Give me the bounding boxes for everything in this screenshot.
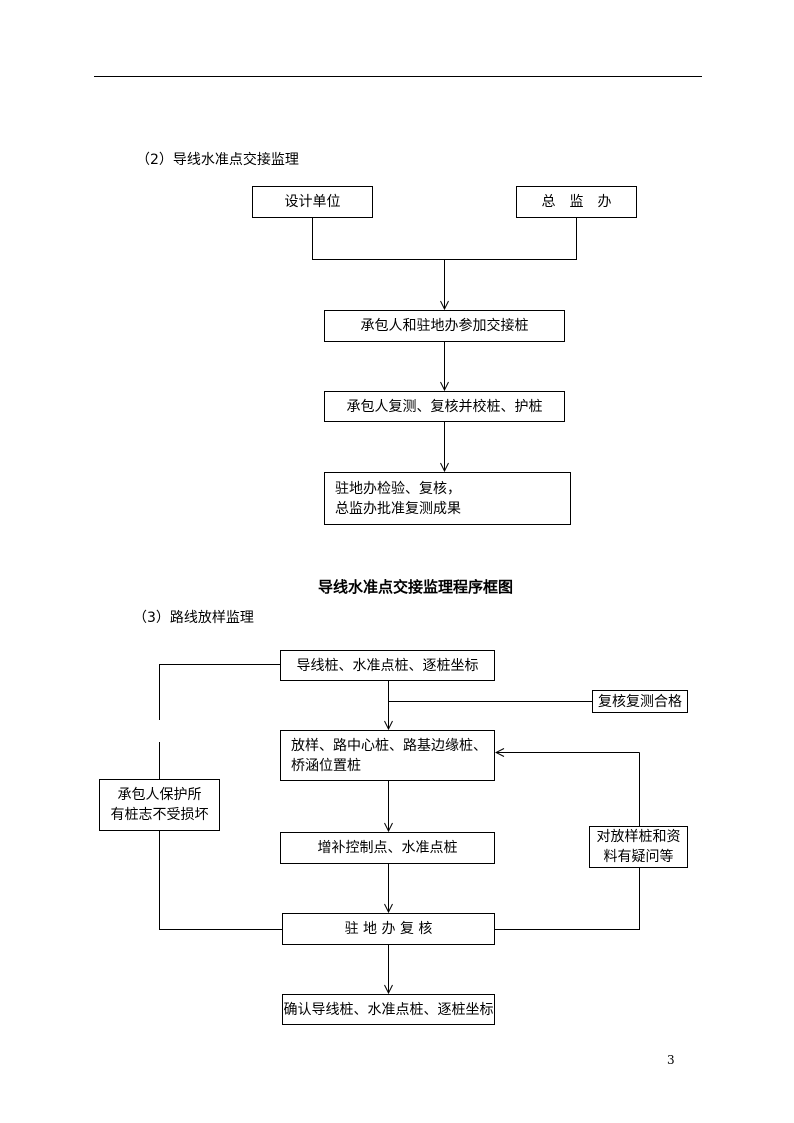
box-control-points: 导线桩、水准点桩、逐桩坐标 xyxy=(280,650,495,681)
box-resurvey: 承包人复测、复核并校桩、护桩 xyxy=(324,391,565,422)
box-protect-line2: 有桩志不受损坏 xyxy=(110,807,209,823)
box-confirm: 确认导线桩、水准点桩、逐桩坐标 xyxy=(282,994,495,1025)
box-staking-line1: 放样、路中心桩、路基边缘桩、 xyxy=(291,737,487,754)
box-inspect-line1: 驻地办检验、复核， xyxy=(335,480,461,497)
flowchart-caption: 导线水准点交接监理程序框图 xyxy=(318,578,514,596)
box-staking-line2: 桥涵位置桩 xyxy=(291,757,361,774)
header-rule xyxy=(94,76,702,77)
box-inspect-approve: 驻地办检验、复核， 总监办批准复测成果 xyxy=(324,472,571,525)
box-chief-office: 总 监 办 xyxy=(516,186,637,218)
box-doubt: 对放样桩和资 料有疑问等 xyxy=(589,826,688,868)
section3-heading: （3）路线放样监理 xyxy=(133,610,254,626)
box-supplement-points: 增补控制点、水准点桩 xyxy=(280,832,495,864)
connector-design-chief xyxy=(312,218,577,260)
box-resident-recheck: 驻 地 办 复 核 xyxy=(282,913,495,945)
box-inspect-line2: 总监办批准复测成果 xyxy=(335,500,461,517)
box-protect-stakes: 承包人保护所 有桩志不受损坏 xyxy=(99,779,220,831)
box-doubt-line1: 对放样桩和资 xyxy=(596,829,681,845)
page-number: 3 xyxy=(667,1053,675,1067)
section2-heading: （2）导线水准点交接监理 xyxy=(136,152,299,168)
box-doubt-line2: 料有疑问等 xyxy=(603,849,674,865)
box-handover: 承包人和驻地办参加交接桩 xyxy=(324,310,565,342)
box-staking-out: 放样、路中心桩、路基边缘桩、 桥涵位置桩 xyxy=(280,730,495,781)
box-design-unit: 设计单位 xyxy=(252,186,373,218)
box-protect-line1: 承包人保护所 xyxy=(117,787,202,803)
connector-left-upper xyxy=(159,664,280,720)
connector-right-lower xyxy=(495,868,640,930)
connector-left-lower xyxy=(159,831,282,930)
box-check-qualified: 复核复测合格 xyxy=(592,690,688,713)
